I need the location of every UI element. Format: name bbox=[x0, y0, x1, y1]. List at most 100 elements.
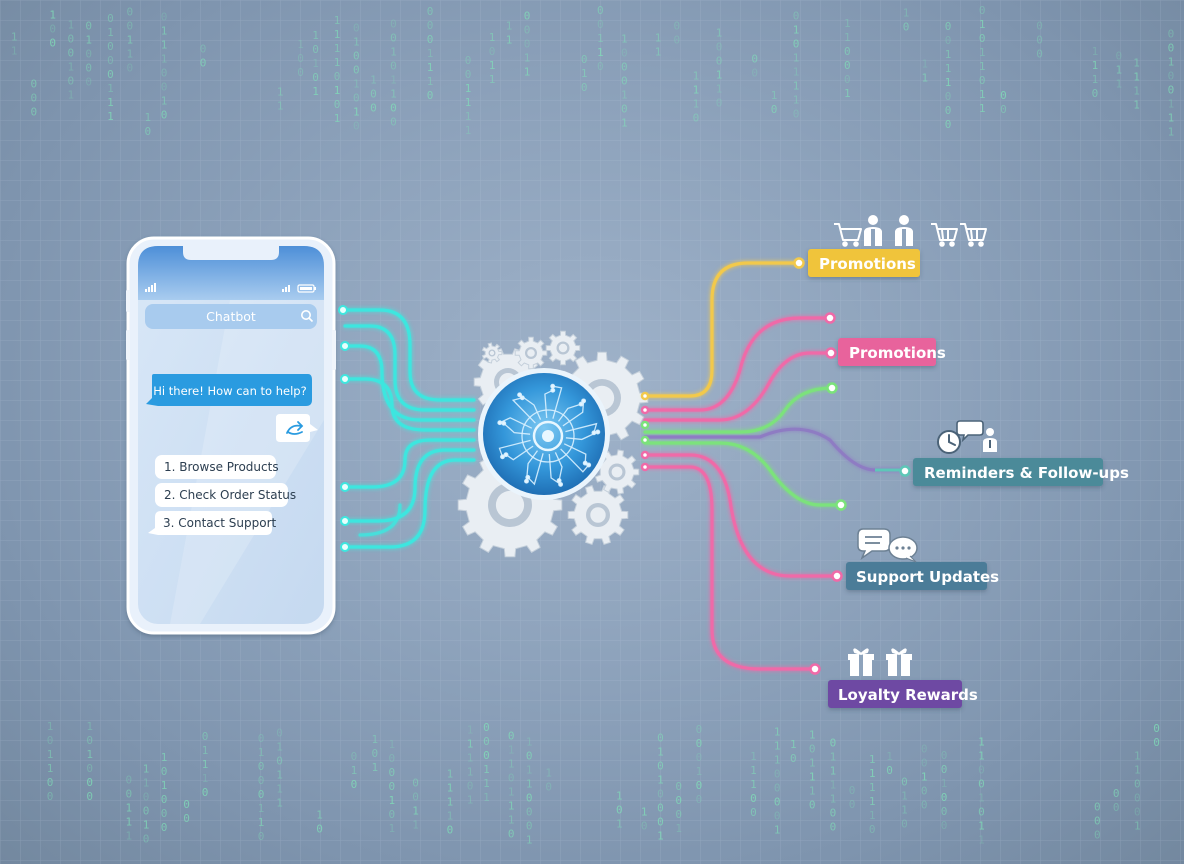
binary-digit: 0 bbox=[809, 798, 816, 811]
binary-digit: 1 bbox=[524, 66, 531, 79]
binary-digit: 1 bbox=[945, 48, 952, 61]
binary-digit: 0 bbox=[696, 779, 703, 792]
binary-digit: 0 bbox=[161, 80, 168, 93]
tag-support-updates-label: Support Updates bbox=[856, 568, 999, 586]
binary-digit: 0 bbox=[126, 787, 133, 800]
binary-digit: 0 bbox=[941, 763, 948, 776]
binary-digit: 0 bbox=[85, 62, 92, 75]
binary-digit: 1 bbox=[161, 779, 168, 792]
binary-digit: 0 bbox=[869, 823, 876, 836]
menu-option-order-status[interactable]: 2. Check Order Status bbox=[155, 483, 296, 507]
binary-digit: 0 bbox=[941, 749, 948, 762]
tag-loyalty-rewards[interactable]: Loyalty Rewards bbox=[828, 680, 978, 708]
binary-digit: 0 bbox=[143, 791, 150, 804]
binary-digit: 1 bbox=[312, 85, 319, 98]
gift-icon bbox=[886, 648, 912, 676]
binary-digit: 0 bbox=[945, 34, 952, 47]
tag-promotions-top[interactable]: Promotions bbox=[808, 249, 920, 277]
binary-digit: 0 bbox=[674, 34, 681, 47]
chatbot-search-bar[interactable] bbox=[145, 304, 317, 329]
binary-digit: 0 bbox=[47, 734, 54, 747]
binary-digit: 1 bbox=[143, 763, 150, 776]
circuit-trace bbox=[554, 452, 563, 481]
binary-digit: 1 bbox=[945, 76, 952, 89]
binary-digit: 1 bbox=[353, 77, 360, 90]
binary-digit: 1 bbox=[903, 7, 910, 20]
binary-digit: 0 bbox=[447, 824, 454, 837]
binary-digit: 0 bbox=[526, 791, 533, 804]
tag-reminders[interactable]: Reminders & Follow-ups bbox=[913, 458, 1129, 486]
binary-digit: 0 bbox=[353, 91, 360, 104]
binary-digit: 1 bbox=[412, 805, 419, 818]
binary-digit: 1 bbox=[1092, 73, 1099, 86]
binary-digit: 1 bbox=[389, 794, 396, 807]
chat-icon bbox=[888, 536, 918, 563]
binary-digit: 0 bbox=[200, 42, 207, 55]
binary-digit: 0 bbox=[641, 820, 648, 833]
binary-digit: 0 bbox=[183, 798, 190, 811]
binary-digit: 0 bbox=[696, 723, 703, 736]
binary-digit: 0 bbox=[200, 56, 207, 69]
binary-digit: 1 bbox=[467, 751, 474, 764]
binary-digit: 0 bbox=[616, 803, 623, 816]
binary-digit: 0 bbox=[85, 20, 92, 33]
binary-digit: 0 bbox=[903, 21, 910, 34]
binary-digit: 0 bbox=[793, 10, 800, 23]
binary-digit: 0 bbox=[830, 820, 837, 833]
binary-digit: 0 bbox=[696, 751, 703, 764]
menu-option-contact-support[interactable]: 3. Contact Support bbox=[148, 511, 276, 535]
circuit-node bbox=[550, 387, 556, 393]
tag-promotions-mid[interactable]: Promotions bbox=[838, 338, 946, 366]
binary-digit: 0 bbox=[597, 4, 604, 17]
binary-digit: 1 bbox=[657, 745, 664, 758]
binary-digit: 1 bbox=[844, 87, 851, 100]
binary-digit: 1 bbox=[696, 765, 703, 778]
menu-option-browse[interactable]: 1. Browse Products bbox=[155, 455, 279, 479]
binary-digit: 0 bbox=[489, 45, 496, 58]
binary-digit: 0 bbox=[979, 32, 986, 45]
binary-digit: 1 bbox=[869, 795, 876, 808]
binary-digit: 0 bbox=[258, 732, 265, 745]
binary-digit: 0 bbox=[31, 77, 38, 90]
binary-digit: 0 bbox=[31, 91, 38, 104]
binary-digit: 0 bbox=[1036, 20, 1043, 33]
search-icon[interactable] bbox=[300, 309, 314, 323]
binary-digit: 1 bbox=[334, 112, 341, 125]
binary-digit: 1 bbox=[86, 720, 93, 733]
binary-digit: 1 bbox=[774, 823, 781, 836]
phone-header bbox=[138, 246, 324, 300]
binary-digit: 0 bbox=[49, 23, 56, 36]
tag-support-updates[interactable]: Support Updates bbox=[846, 562, 999, 590]
tag-promotions-mid-label: Promotions bbox=[849, 344, 946, 362]
binary-digit: 0 bbox=[258, 760, 265, 773]
binary-digit: 0 bbox=[143, 833, 150, 846]
binary-digit: 0 bbox=[921, 799, 928, 812]
binary-digit: 1 bbox=[655, 32, 662, 45]
binary-digit: 0 bbox=[161, 821, 168, 834]
circuit-node bbox=[556, 478, 562, 484]
binary-digit: 0 bbox=[334, 70, 341, 83]
binary-digit: 0 bbox=[183, 812, 190, 825]
binary-digit: 0 bbox=[1092, 87, 1099, 100]
binary-digit: 0 bbox=[202, 730, 209, 743]
binary-digit: 0 bbox=[657, 815, 664, 828]
binary-digit: 1 bbox=[830, 764, 837, 777]
binary-digit: 1 bbox=[467, 737, 474, 750]
binary-digit: 1 bbox=[597, 32, 604, 45]
binary-digit: 1 bbox=[941, 777, 948, 790]
binary-digit: 1 bbox=[750, 778, 757, 791]
binary-digit: 0 bbox=[657, 787, 664, 800]
circuit-trace bbox=[525, 450, 539, 482]
binary-digit: 1 bbox=[869, 767, 876, 780]
binary-digit: 0 bbox=[844, 73, 851, 86]
binary-digit: 0 bbox=[1113, 801, 1120, 814]
circuit-trace bbox=[527, 453, 544, 486]
binary-digit: 1 bbox=[143, 777, 150, 790]
binary-digit: 0 bbox=[716, 96, 723, 109]
binary-digit: 1 bbox=[1168, 126, 1175, 139]
binary-digit: 1 bbox=[465, 124, 472, 137]
binary-digit: 0 bbox=[849, 798, 856, 811]
binary-digit: 0 bbox=[68, 33, 75, 46]
binary-digit: 0 bbox=[774, 781, 781, 794]
binary-digit: 0 bbox=[465, 68, 472, 81]
